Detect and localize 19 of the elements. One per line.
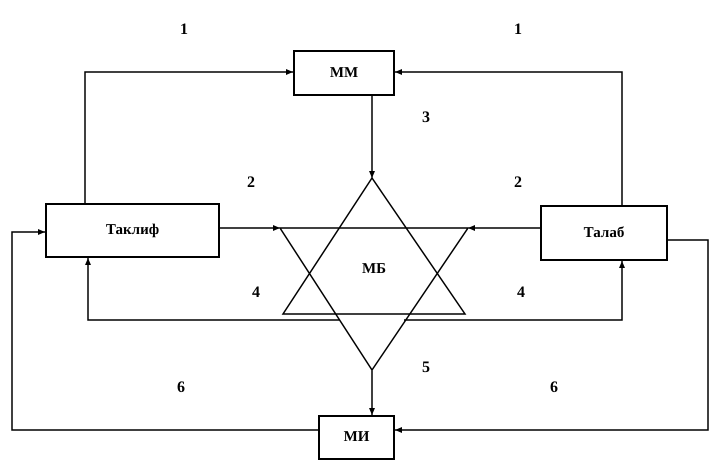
arrow [404, 261, 625, 321]
process-box [293, 50, 395, 96]
arrow [369, 96, 375, 178]
node-label: Таклиф [106, 221, 160, 240]
arrow [220, 225, 280, 231]
arrow [468, 225, 540, 231]
arrow [369, 370, 375, 415]
arrow [85, 258, 340, 321]
process-box [540, 205, 668, 261]
arrow [84, 69, 293, 203]
arrow [395, 239, 709, 433]
process-box [45, 203, 220, 258]
process-box [318, 415, 395, 460]
node-label: МБ [362, 260, 386, 279]
node-label: Талаб [584, 224, 624, 243]
node-label: МИ [344, 428, 370, 448]
arrow [395, 69, 623, 205]
arrow [11, 229, 318, 431]
node-label: ММ [330, 64, 358, 83]
